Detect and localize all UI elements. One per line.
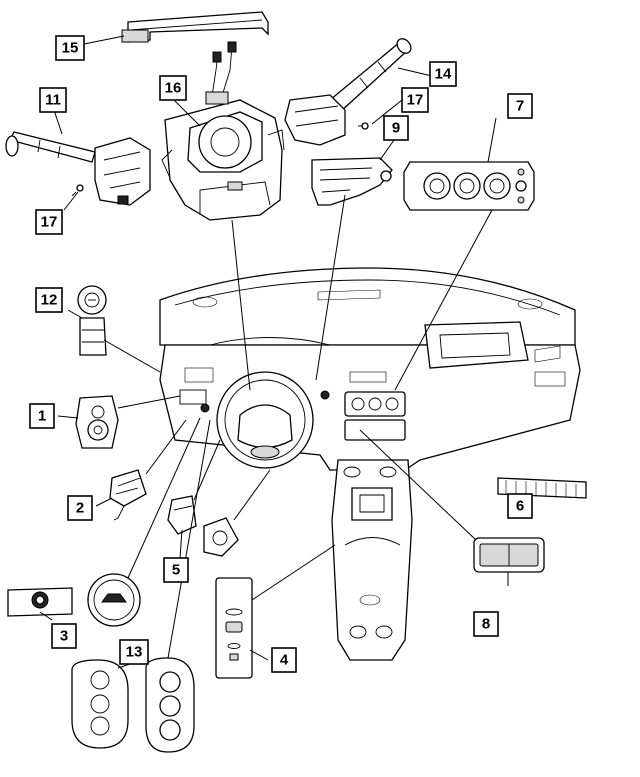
callout-5: 5 bbox=[163, 557, 189, 583]
callout-3: 3 bbox=[51, 623, 77, 649]
callout-15-label: 15 bbox=[62, 40, 79, 57]
callout-16: 16 bbox=[159, 75, 187, 101]
callout-6-label: 6 bbox=[516, 498, 524, 515]
part-17-screw-left bbox=[71, 184, 84, 197]
callout-15: 15 bbox=[55, 35, 85, 61]
part-2-switch bbox=[109, 469, 147, 521]
part-15-trim-strip bbox=[121, 11, 269, 43]
callout-7: 7 bbox=[507, 93, 533, 119]
callout-2: 2 bbox=[67, 495, 93, 521]
part-1-headlamp-switch bbox=[75, 395, 119, 449]
part-11-turn-signal-stalk bbox=[5, 131, 151, 206]
callout-4-label: 4 bbox=[280, 652, 289, 669]
callout-6: 6 bbox=[507, 493, 533, 519]
part-7-climate-control bbox=[403, 161, 535, 211]
part-9-switch-module bbox=[311, 157, 393, 206]
callout-14-label: 14 bbox=[435, 66, 452, 83]
part-17-screw-right bbox=[358, 122, 369, 130]
callout-2-label: 2 bbox=[76, 500, 84, 517]
part-5-switches bbox=[167, 495, 239, 557]
callout-5-label: 5 bbox=[172, 562, 180, 579]
callout-12: 12 bbox=[35, 287, 63, 313]
callout-13: 13 bbox=[119, 639, 149, 665]
callout-13-label: 13 bbox=[126, 644, 143, 661]
part-8-window-switch bbox=[473, 537, 545, 573]
callout-8: 8 bbox=[473, 611, 499, 637]
part-6-switch-bank bbox=[497, 477, 587, 499]
callout-11-label: 11 bbox=[45, 92, 61, 109]
part-14-wiper-stalk bbox=[284, 38, 412, 146]
part-16-clockspring bbox=[161, 41, 285, 221]
instrument-panel-assembly bbox=[159, 267, 581, 661]
part-13-switch-bezels bbox=[71, 657, 195, 753]
callout-9-label: 9 bbox=[392, 120, 400, 137]
callout-11: 11 bbox=[39, 87, 67, 113]
part-12-ignition-cylinder bbox=[77, 285, 107, 356]
callout-17-right: 17 bbox=[401, 87, 429, 113]
callout-3-label: 3 bbox=[60, 628, 68, 645]
callout-17-left-label: 17 bbox=[41, 214, 58, 231]
callout-14: 14 bbox=[429, 61, 457, 87]
callout-8-label: 8 bbox=[482, 616, 490, 633]
leader-lines bbox=[39, 35, 531, 669]
callout-17-left: 17 bbox=[35, 209, 63, 235]
callout-1-label: 1 bbox=[38, 408, 46, 425]
callout-17-right-label: 17 bbox=[407, 92, 424, 109]
callout-9: 9 bbox=[383, 115, 409, 141]
part-4-console-panel bbox=[215, 577, 253, 679]
callout-16-label: 16 bbox=[165, 80, 182, 97]
callout-1: 1 bbox=[29, 403, 55, 429]
callout-4: 4 bbox=[271, 647, 297, 673]
callout-7-label: 7 bbox=[516, 98, 524, 115]
part-3-trunk-release bbox=[7, 573, 141, 627]
callout-12-label: 12 bbox=[41, 292, 58, 309]
